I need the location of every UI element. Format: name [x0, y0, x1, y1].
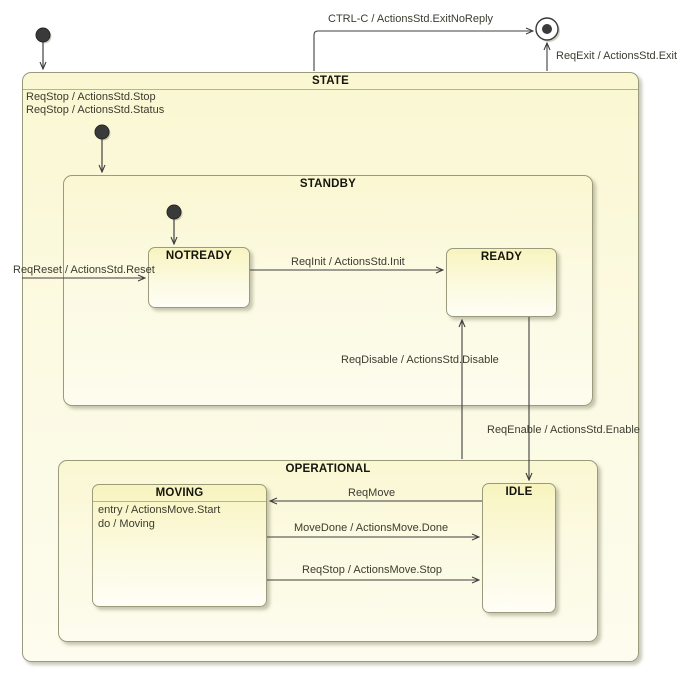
state-ready-title: READY [480, 251, 523, 263]
state-notready-title: NOTREADY [165, 250, 233, 262]
transition-label-req-init: ReqInit / ActionsStd.Init [291, 256, 405, 268]
state-ready: READY [446, 248, 557, 317]
transition-label-req-reset: ReqReset / ActionsStd.Reset [13, 264, 155, 276]
state-moving-title: MOVING [93, 485, 266, 502]
state-moving-entry-action: entry / ActionsMove.Start [98, 504, 221, 516]
state-idle: IDLE [482, 483, 556, 613]
state-standby-title: STANDBY [299, 178, 357, 190]
internal-action-req-status: ReqStop / ActionsStd.Status [26, 104, 165, 116]
transition-label-req-stop-move: ReqStop / ActionsMove.Stop [302, 564, 443, 576]
state-operational-title: OPERATIONAL [285, 463, 371, 475]
transition-label-req-exit: ReqExit / ActionsStd.Exit [556, 50, 678, 62]
final-state-icon [535, 17, 560, 42]
state-notready: NOTREADY [148, 247, 250, 308]
transition-ctrl-c [313, 31, 533, 71]
transition-label-move-done: MoveDone / ActionsMove.Done [294, 522, 449, 534]
transition-label-ctrl-c: CTRL-C / ActionsStd.ExitNoReply [328, 13, 494, 25]
initial-state-icon [35, 27, 52, 69]
state-moving-actions: entry / ActionsMove.Start do / Moving [93, 502, 266, 531]
transition-label-req-disable: ReqDisable / ActionsStd.Disable [341, 354, 499, 366]
transition-label-req-move: ReqMove [348, 487, 396, 499]
state-state-title: STATE [23, 73, 638, 90]
state-idle-title: IDLE [505, 486, 533, 498]
state-moving: MOVING entry / ActionsMove.Start do / Mo… [92, 484, 267, 607]
state-internal-actions: ReqStop / ActionsStd.Stop ReqStop / Acti… [26, 91, 164, 117]
internal-action-req-stop: ReqStop / ActionsStd.Stop [26, 91, 156, 103]
transition-label-req-enable: ReqEnable / ActionsStd.Enable [487, 424, 640, 436]
state-moving-do-action: do / Moving [98, 517, 155, 530]
